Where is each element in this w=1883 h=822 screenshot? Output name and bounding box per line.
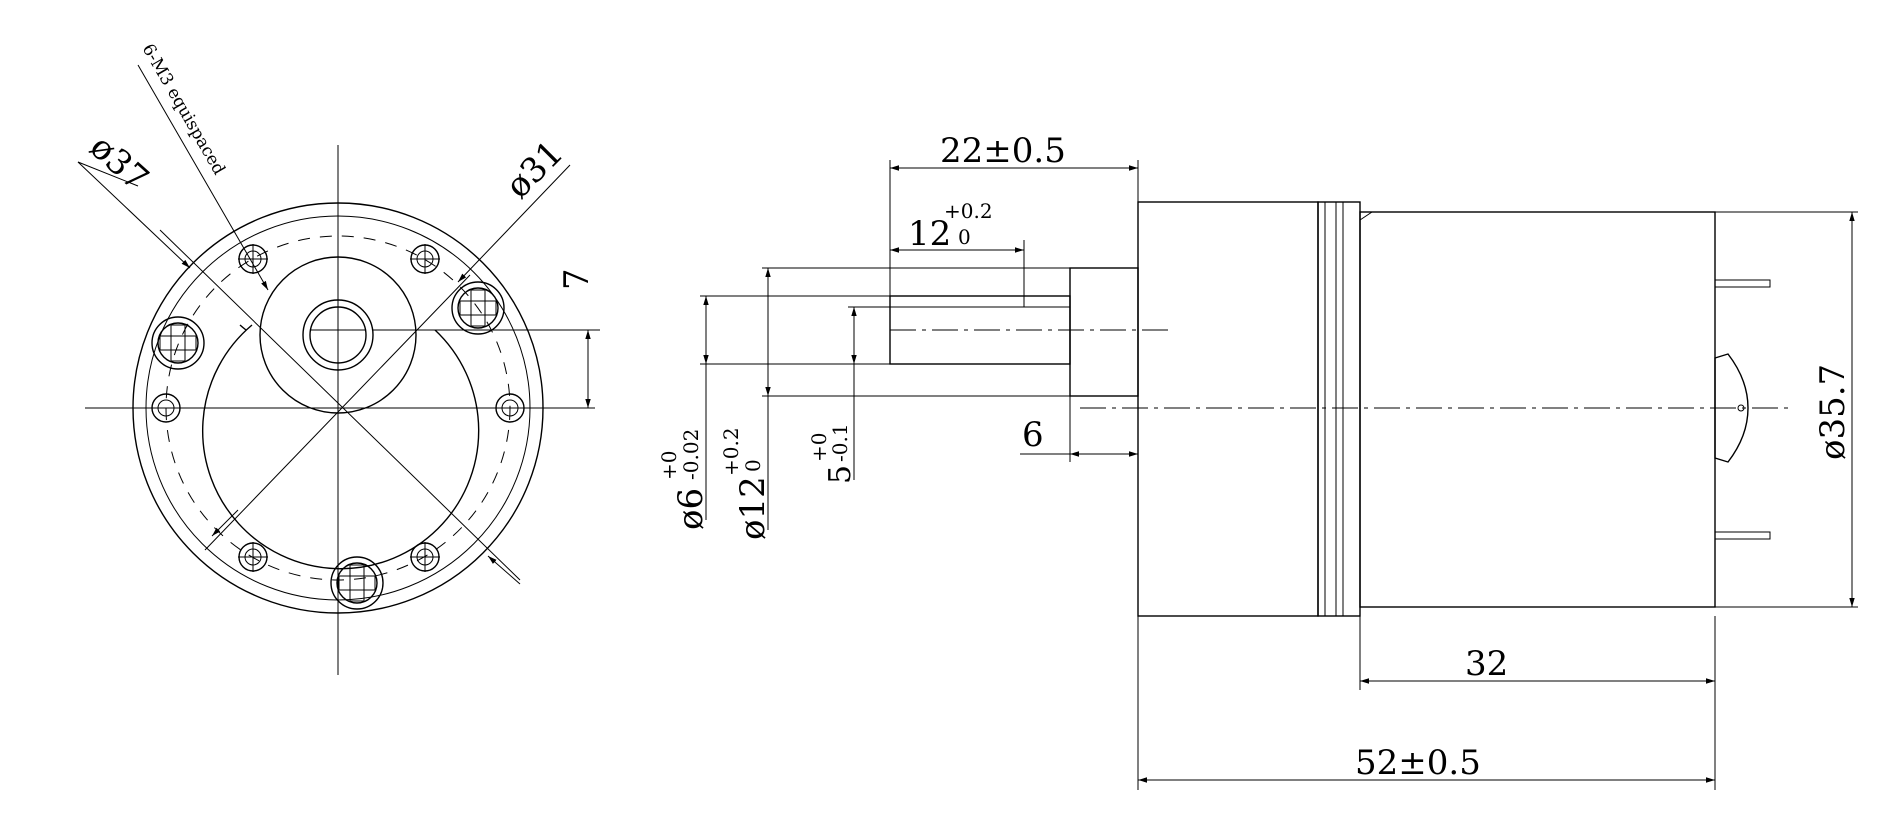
shaft-length-label: 22±0.5 [940, 131, 1066, 171]
screw-head-bottom [330, 556, 384, 610]
rear-bearing [1714, 353, 1749, 463]
terminal-bottom [1714, 531, 1771, 540]
boss-diameter-text: ø12 +0.2 0 [719, 427, 773, 540]
mounting-ring [1317, 201, 1361, 617]
boss-diameter-upper: +0.2 [719, 427, 743, 476]
boss-length-label: 6 [1022, 415, 1044, 455]
front-view: ø37 ø31 6-M3 equispaced 7 [77, 41, 600, 675]
flat-height-nominal: 5 [823, 465, 858, 484]
recess-outline [202, 324, 480, 570]
overall-length-label: 52±0.5 [1355, 743, 1481, 783]
boss-diameter-lower: 0 [741, 459, 765, 472]
boss-diameter-nominal: ø12 [733, 476, 773, 540]
hole-note-label: 6-M3 equispaced [138, 41, 229, 179]
shaft-diameter-text: ø6 +0 -0.02 [657, 429, 711, 530]
flange-outer-circle [132, 202, 544, 614]
flange-diameter-leader [77, 161, 191, 269]
flat-length-upper: +0.2 [944, 199, 993, 223]
hole-note-leader [137, 64, 269, 291]
shaft-outer [302, 299, 374, 371]
boss [1069, 267, 1139, 397]
flange-diameter-underline [77, 161, 139, 187]
screw-head-left [151, 316, 205, 370]
boss-outer [259, 256, 417, 414]
motor-diameter-label: ø35.7 [1813, 364, 1853, 460]
m3-hole-bottom-right [410, 542, 440, 572]
flat-length-lower: 0 [958, 225, 971, 249]
bolt-circle-leader-opposite [211, 509, 239, 537]
gearbox-body [1137, 201, 1319, 617]
shaft-diameter-nominal: ø6 [671, 488, 711, 530]
motor-length-label: 32 [1465, 644, 1508, 684]
recess-inner [239, 324, 247, 331]
m3-hole-top-right [410, 244, 440, 274]
shaft-diameter-upper: +0 [657, 451, 681, 480]
bolt-circle-label: ø31 [498, 133, 571, 206]
m3-hole-right [495, 393, 525, 423]
motor-body [1359, 211, 1716, 608]
m3-hole-left [151, 393, 181, 423]
m3-hole-top-left [238, 244, 268, 274]
flange-diameter-leader-opposite [487, 555, 521, 585]
flat-length-nominal: 12 [908, 214, 951, 254]
front-diagonal-a [159, 229, 521, 581]
flange-diameter-label: ø37 [82, 127, 156, 199]
m3-hole-bottom-left [238, 542, 268, 572]
offset-label: 7 [557, 268, 597, 290]
flat-height-lower: -0.1 [828, 423, 852, 462]
side-view: 22±0.5 12 +0.2 0 ø6 +0 -0.02 ø12 +0.2 [657, 131, 1858, 790]
flat-height-upper: +0 [807, 433, 831, 462]
shaft [889, 295, 1071, 365]
shaft-diameter-lower: -0.02 [679, 429, 703, 480]
front-diagonal-b [204, 274, 471, 551]
motor-step [1359, 211, 1373, 221]
bolt-circle [165, 235, 511, 581]
screw-head-top-right [451, 281, 505, 335]
bolt-circle-leader [457, 164, 571, 283]
terminal-top [1714, 279, 1771, 288]
flat-height-text: 5 +0 -0.1 [807, 423, 858, 484]
rear-bearing-dot [1737, 404, 1745, 412]
shaft-inner [309, 306, 367, 364]
